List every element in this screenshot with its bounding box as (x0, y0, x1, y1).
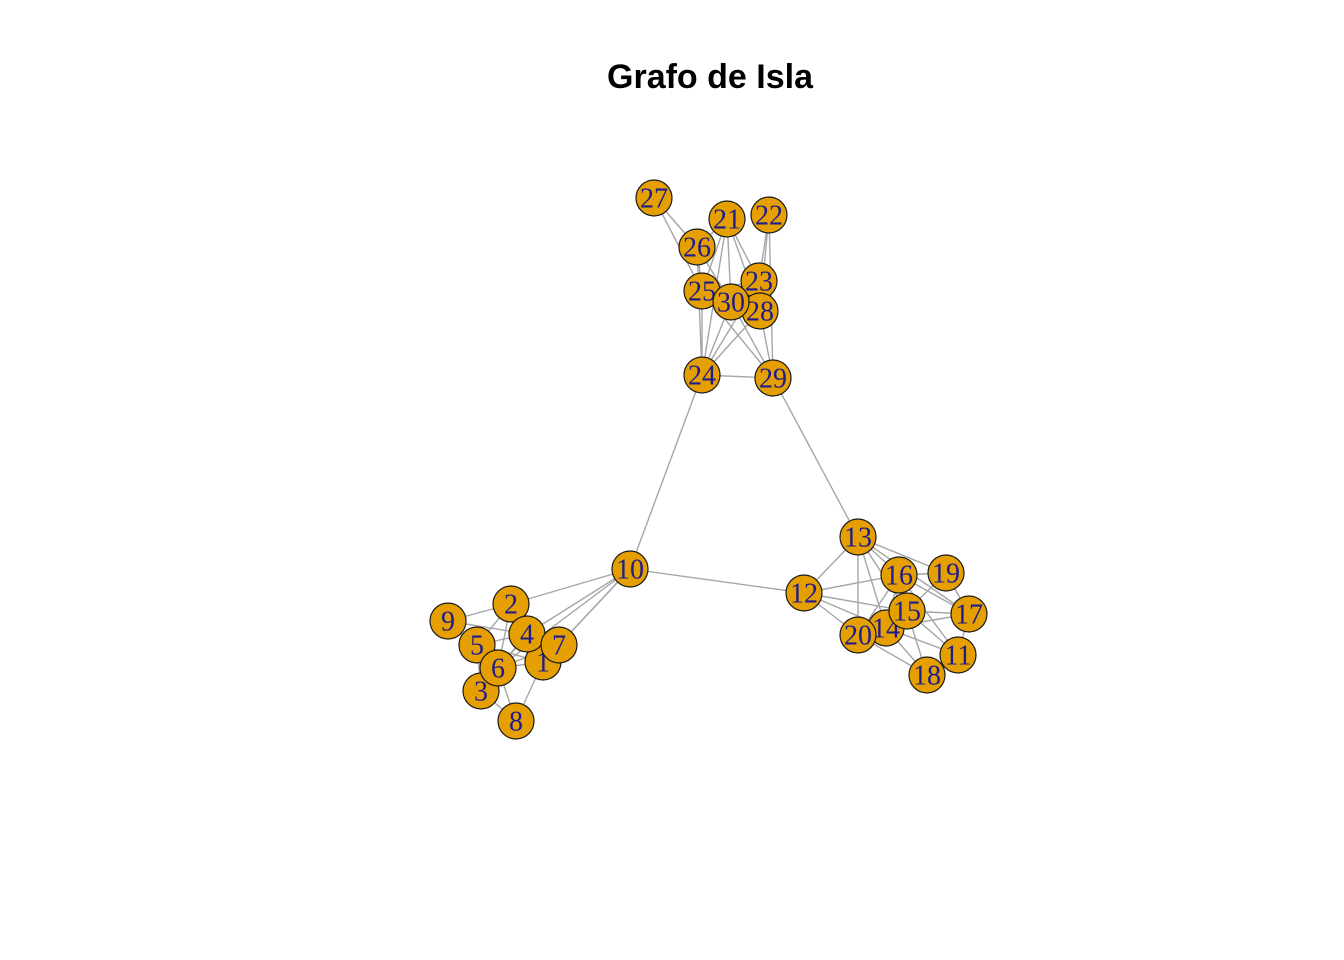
node-29: 29 (754, 359, 792, 397)
node-label-21: 21 (713, 205, 741, 236)
node-22: 22 (750, 196, 788, 234)
node-circle-21 (708, 200, 746, 238)
node-label-10: 10 (616, 555, 644, 586)
node-circle-20 (839, 616, 877, 654)
edge-29-13 (772, 377, 859, 538)
node-30: 30 (712, 283, 750, 321)
node-circle-19 (927, 554, 965, 592)
node-20: 20 (839, 616, 877, 654)
edge-6-10 (497, 568, 631, 669)
node-circle-7 (540, 626, 578, 664)
node-label-26: 26 (683, 233, 711, 264)
node-24: 24 (683, 356, 721, 394)
node-17: 17 (950, 595, 988, 633)
node-21: 21 (708, 200, 746, 238)
node-label-5: 5 (470, 631, 484, 662)
node-23: 23 (740, 262, 778, 300)
node-circle-27 (635, 179, 673, 217)
node-circle-2 (492, 585, 530, 623)
edge-2-10 (510, 568, 631, 605)
node-label-18: 18 (913, 661, 941, 692)
node-circle-22 (750, 196, 788, 234)
node-label-3: 3 (474, 677, 488, 708)
node-label-12: 12 (790, 579, 818, 610)
node-label-29: 29 (759, 364, 787, 395)
plot-title: Grafo de Isla (607, 58, 813, 96)
node-label-23: 23 (745, 267, 773, 298)
node-circle-17 (950, 595, 988, 633)
node-16: 16 (880, 556, 918, 594)
node-circle-18 (908, 656, 946, 694)
node-28: 28 (741, 292, 779, 330)
node-26: 26 (678, 228, 716, 266)
node-7: 7 (540, 626, 578, 664)
node-circle-10 (611, 550, 649, 588)
node-label-11: 11 (945, 641, 972, 672)
node-19: 19 (927, 554, 965, 592)
node-label-6: 6 (491, 654, 505, 685)
node-label-22: 22 (755, 201, 783, 232)
edge-4-10 (526, 568, 631, 635)
node-label-8: 8 (509, 707, 523, 738)
node-13: 13 (839, 518, 877, 556)
node-2: 2 (492, 585, 530, 623)
node-label-17: 17 (955, 600, 983, 631)
node-6: 6 (479, 649, 517, 687)
node-25: 25 (683, 272, 721, 310)
node-circle-30 (712, 283, 750, 321)
node-circle-16 (880, 556, 918, 594)
node-label-7: 7 (552, 631, 566, 662)
node-circle-12 (785, 574, 823, 612)
node-label-27: 27 (640, 184, 668, 215)
node-circle-8 (497, 702, 535, 740)
node-circle-13 (839, 518, 877, 556)
edge-10-12 (629, 568, 805, 594)
node-4: 4 (508, 615, 546, 653)
node-9: 9 (429, 602, 467, 640)
node-11: 11 (939, 636, 977, 674)
node-label-19: 19 (932, 559, 960, 590)
edge-10-24 (629, 374, 703, 570)
node-label-9: 9 (441, 607, 455, 638)
node-label-15: 15 (893, 597, 921, 628)
node-18: 18 (908, 656, 946, 694)
node-label-4: 4 (520, 620, 534, 651)
node-label-20: 20 (844, 621, 872, 652)
node-circle-9 (429, 602, 467, 640)
node-circle-29 (754, 359, 792, 397)
node-label-30: 30 (717, 288, 745, 319)
node-27: 27 (635, 179, 673, 217)
node-label-28: 28 (746, 297, 774, 328)
node-10: 10 (611, 550, 649, 588)
node-label-13: 13 (844, 523, 872, 554)
edge-24-26 (696, 246, 703, 376)
node-label-2: 2 (504, 590, 518, 621)
node-circle-26 (678, 228, 716, 266)
node-12: 12 (785, 574, 823, 612)
node-8: 8 (497, 702, 535, 740)
node-label-16: 16 (885, 561, 913, 592)
node-label-24: 24 (688, 361, 716, 392)
node-label-25: 25 (688, 277, 716, 308)
node-circle-15 (888, 592, 926, 630)
node-15: 15 (888, 592, 926, 630)
node-circle-24 (683, 356, 721, 394)
node-circle-11 (939, 636, 977, 674)
node-circle-6 (479, 649, 517, 687)
